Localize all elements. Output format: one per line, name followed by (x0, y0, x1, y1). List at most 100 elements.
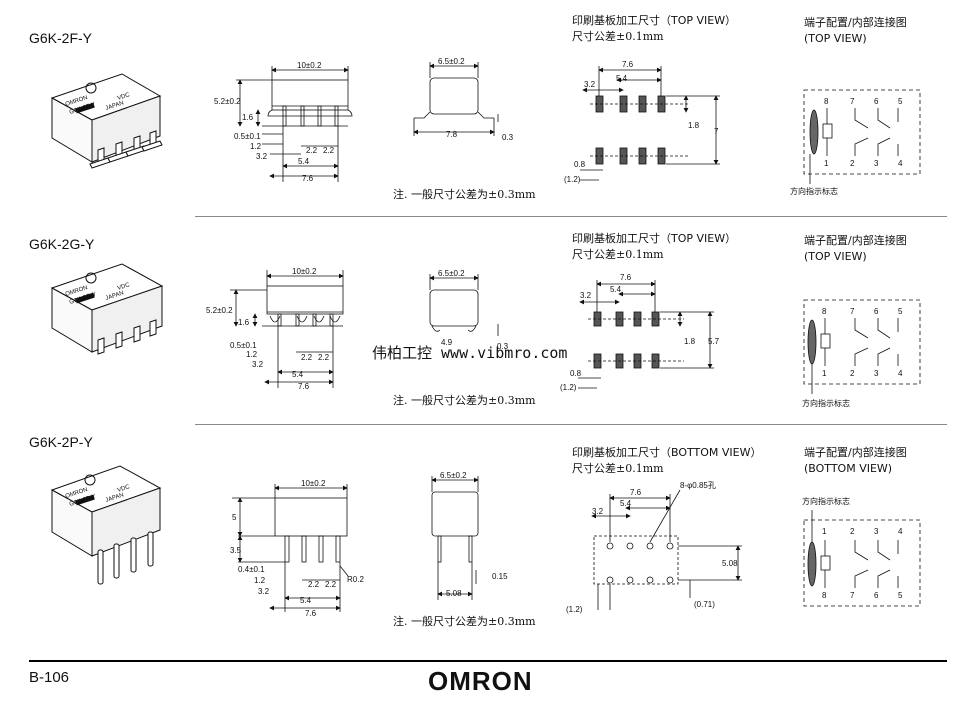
svg-text:(1.2): (1.2) (560, 383, 577, 392)
watermark-text: 伟柏工控 www.vibmro.com (372, 344, 568, 362)
svg-text:0.15: 0.15 (492, 572, 508, 581)
svg-text:6: 6 (874, 591, 879, 600)
svg-text:5.4: 5.4 (298, 157, 310, 166)
svg-text:0.5±0.1: 0.5±0.1 (230, 341, 257, 350)
svg-text:3.2: 3.2 (258, 587, 270, 596)
svg-text:2: 2 (850, 527, 855, 536)
pcb-dims-1: 7.6 5.4 3.2 1.8 7 0.8 (1.2) (564, 60, 719, 184)
pcb-tolerance-1: 尺寸公差±0.1mm (572, 30, 664, 43)
marking-japan-3: JAPAN (105, 492, 125, 504)
svg-text:0.5±0.1: 0.5±0.1 (234, 132, 261, 141)
svg-text:7.6: 7.6 (622, 60, 634, 69)
tolerance-note-1: 注. 一般尺寸公差为±0.3mm (393, 188, 536, 201)
svg-text:3.2: 3.2 (580, 291, 592, 300)
svg-text:6: 6 (874, 307, 879, 316)
relay-photo-2 (50, 263, 164, 355)
marking-vdc-1: VDC (117, 92, 132, 102)
svg-text:4: 4 (898, 369, 903, 378)
terminal-view-1: (TOP VIEW) (804, 32, 867, 45)
tolerance-note-2: 注. 一般尺寸公差为±0.3mm (393, 394, 536, 407)
svg-text:3.5: 3.5 (230, 546, 242, 555)
svg-text:10±0.2: 10±0.2 (297, 61, 322, 70)
pcb-title-3: 印刷基板加工尺寸（BOTTOM VIEW） (572, 446, 762, 459)
svg-text:5.4: 5.4 (620, 499, 632, 508)
svg-text:5.4: 5.4 (292, 370, 304, 379)
side-view-2 (230, 270, 344, 388)
svg-text:8: 8 (822, 591, 827, 600)
svg-text:(1.2): (1.2) (564, 175, 581, 184)
svg-text:0.8: 0.8 (574, 160, 586, 169)
svg-text:3.2: 3.2 (592, 507, 604, 516)
svg-text:5.4: 5.4 (610, 285, 622, 294)
marking-japan-1: JAPAN (105, 100, 125, 112)
svg-text:方向指示标志: 方向指示标志 (802, 398, 850, 408)
relay-photo-1 (50, 73, 163, 169)
svg-text:4.9: 4.9 (441, 338, 453, 347)
svg-text:7.6: 7.6 (620, 273, 632, 282)
end-view-1 (413, 62, 499, 136)
svg-text:7: 7 (850, 591, 855, 600)
svg-text:5: 5 (898, 307, 903, 316)
pcb-title-2: 印刷基板加工尺寸（TOP VIEW） (572, 232, 737, 245)
svg-text:2.2: 2.2 (306, 146, 318, 155)
end-dims-3: 6.5±0.2 5.08 0.15 (440, 471, 508, 598)
svg-text:0.3: 0.3 (502, 133, 514, 142)
svg-text:8: 8 (824, 97, 829, 106)
svg-text:5.7: 5.7 (708, 337, 720, 346)
footer-rule (29, 660, 947, 662)
pcb-tolerance-3: 尺寸公差±0.1mm (572, 462, 664, 475)
side-view-1 (236, 66, 353, 182)
svg-text:3: 3 (874, 527, 879, 536)
svg-text:2.2: 2.2 (318, 353, 330, 362)
svg-text:7: 7 (850, 97, 855, 106)
pcb-tolerance-2: 尺寸公差±0.1mm (572, 248, 664, 261)
svg-text:10±0.2: 10±0.2 (301, 479, 326, 488)
svg-text:1.2: 1.2 (250, 142, 262, 151)
svg-text:3.2: 3.2 (256, 152, 268, 161)
svg-text:1.6: 1.6 (242, 113, 254, 122)
pcb-layout-1 (580, 66, 720, 181)
svg-text:7.6: 7.6 (630, 488, 642, 497)
svg-text:2.2: 2.2 (301, 353, 313, 362)
svg-text:5.08: 5.08 (446, 589, 462, 598)
marking-vdc-3: VDC (117, 484, 132, 494)
terminal-diagram-2 (803, 299, 921, 394)
side-view-3 (232, 484, 349, 612)
svg-text:方向指示标志: 方向指示标志 (802, 496, 850, 506)
svg-text:6.5±0.2: 6.5±0.2 (438, 57, 465, 66)
side-dims-1: 10±0.2 5.2±0.2 1.6 0.5±0.1 1.2 3.2 5.4 7… (214, 61, 335, 183)
svg-text:1.2: 1.2 (254, 576, 266, 585)
model-title-2: G6K-2G-Y (29, 236, 95, 252)
end-view-3 (431, 476, 479, 600)
svg-text:1: 1 (824, 159, 829, 168)
svg-text:7.6: 7.6 (298, 382, 310, 391)
relay-photo-3 (50, 465, 162, 585)
svg-text:5.4: 5.4 (616, 74, 628, 83)
svg-text:5.08: 5.08 (722, 559, 738, 568)
svg-text:3: 3 (874, 159, 879, 168)
svg-text:1.2: 1.2 (246, 350, 258, 359)
side-dims-3: 10±0.2 5 3.5 0.4±0.1 1.2 3.2 5.4 7.6 2.2… (230, 479, 364, 618)
svg-text:2.2: 2.2 (323, 146, 335, 155)
model-title-3: G6K-2P-Y (29, 434, 93, 450)
svg-text:5: 5 (898, 97, 903, 106)
svg-text:3.2: 3.2 (252, 360, 264, 369)
svg-text:R0.2: R0.2 (347, 575, 364, 584)
svg-text:3: 3 (874, 369, 879, 378)
terminal-title-2: 端子配置/内部连接图 (804, 234, 907, 247)
svg-text:10±0.2: 10±0.2 (292, 267, 317, 276)
svg-text:6.5±0.2: 6.5±0.2 (438, 269, 465, 278)
svg-text:5: 5 (898, 591, 903, 600)
pcb-dims-3: 7.6 5.4 3.2 8-φ0.85孔 5.08 (1.2) (0.71) (566, 481, 738, 614)
svg-text:方向指示标志: 方向指示标志 (790, 186, 838, 196)
svg-text:0.8: 0.8 (570, 369, 582, 378)
brand-logo: OMRON (428, 666, 533, 696)
svg-text:4: 4 (898, 159, 903, 168)
svg-text:2: 2 (850, 369, 855, 378)
svg-text:3.2: 3.2 (584, 80, 596, 89)
model-title-1: G6K-2F-Y (29, 30, 93, 46)
svg-text:5.4: 5.4 (300, 596, 312, 605)
svg-text:4: 4 (898, 527, 903, 536)
